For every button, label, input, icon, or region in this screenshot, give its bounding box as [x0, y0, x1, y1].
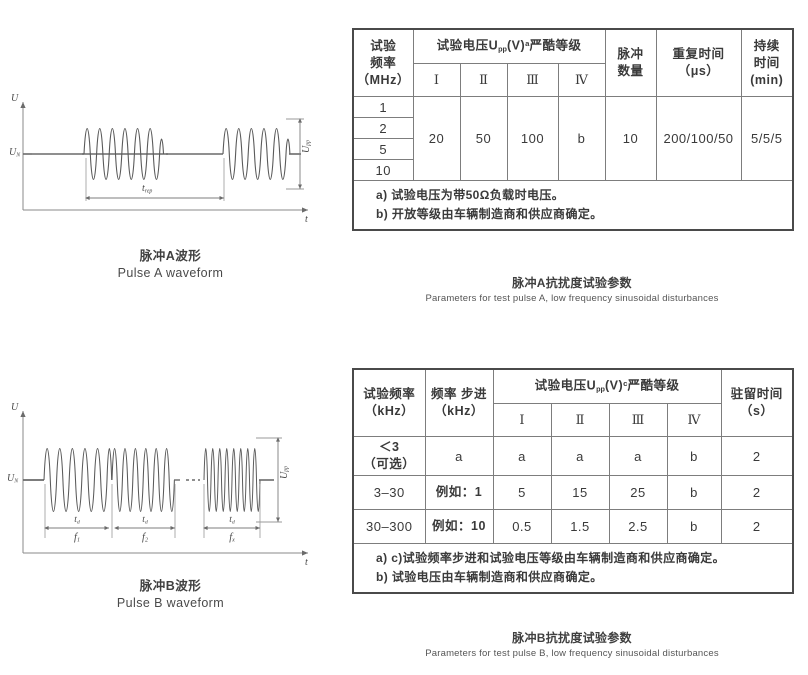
pulse-b-dwell-label-3: td	[229, 515, 235, 526]
table-b-row-0-frequency: ＜3 （可选）	[352, 436, 426, 476]
table-b-header-step: 频率 步进 （kHz）	[424, 368, 494, 437]
table-a-header-row-1: 试验 频率 （MHz） 试验电压Upp(V)a严酷等级 脉冲 数量 重复时间 （…	[352, 28, 795, 97]
table-b-header-row-1: 试验频率 （kHz） 频率 步进 （kHz） 试验电压Upp(V)c严酷等级 驻…	[352, 368, 795, 437]
table-b-header-dwell-time: 驻留时间 （s）	[720, 368, 795, 437]
table-b-row-2-level-3: 2.5	[608, 509, 668, 544]
table-b-row-1-level-4: b	[666, 475, 722, 510]
pulse-b-caption: 脉冲B波形 Pulse B waveform	[58, 578, 283, 612]
table-b-row-2-level-1: 0.5	[492, 509, 552, 544]
table-b-header-voltage-group: 试验电压Upp(V)c严酷等级	[492, 368, 722, 404]
table-a-value-level-4: b	[557, 96, 606, 181]
table-b-header-level-2: Ⅱ	[550, 403, 610, 437]
pulse-a-repetition-label: trep	[142, 183, 153, 195]
table-a-caption: 脉冲A抗扰度试验参数 Parameters for test pulse A, …	[352, 275, 792, 306]
table-a-frequency-4: 10	[352, 159, 414, 181]
table-row: 5	[352, 138, 793, 160]
table-a-header-duration: 持续 时间 (min)	[740, 28, 795, 97]
table-a-value-repetition-time: 200/100/50	[655, 96, 742, 181]
table-a-value-level-3: 100	[506, 96, 559, 181]
table-a-header-level-1: Ⅰ	[412, 63, 461, 97]
table-a-notes: a) 试验电压为带50Ω负载时电压。 b) 开放等级由车辆制造商和供应商确定。	[351, 180, 795, 231]
pulse-b-dwell-label-1: td	[74, 515, 80, 526]
table-a-caption-cn: 脉冲A抗扰度试验参数	[512, 276, 632, 290]
table-a-caption-en: Parameters for test pulse A, low frequen…	[425, 293, 719, 304]
pulse-b-baseline-label: UN	[7, 473, 19, 485]
table-b-row-2-dwell: 2	[720, 509, 795, 544]
table-a-header-frequency: 试验 频率 （MHz）	[352, 28, 414, 97]
table-a-note-a: a) 试验电压为带50Ω负载时电压。	[376, 188, 565, 202]
table-b-row-2-level-4: b	[666, 509, 722, 544]
table-b-row-1-dwell: 2	[720, 475, 795, 510]
pulse-b-amplitude-label: Upp	[279, 466, 290, 480]
table-b-row-0-level-4: b	[666, 436, 722, 476]
pulse-a-caption: 脉冲A波形 Pulse A waveform	[58, 248, 283, 282]
table-a-header-repetition-time: 重复时间 （μs）	[655, 28, 742, 97]
table-a-value-level-2: 50	[459, 96, 508, 181]
table-b-caption: 脉冲B抗扰度试验参数 Parameters for test pulse B, …	[352, 630, 792, 661]
table-b-header-level-1: Ⅰ	[492, 403, 552, 437]
table-b-row-1-step: 例如：1	[424, 475, 494, 510]
pulse-a-y-axis-label: U	[11, 93, 19, 104]
table-a-frequency-2: 2	[352, 117, 414, 139]
pulse-a-parameters-table: 试验 频率 （MHz） 试验电压Upp(V)a严酷等级 脉冲 数量 重复时间 （…	[351, 28, 795, 231]
pulse-b-frequency-label-2: f2	[142, 532, 148, 544]
table-a-header-level-2: Ⅱ	[459, 63, 508, 97]
table-b-row-1-frequency: 3–30	[352, 475, 426, 510]
pulse-a-x-axis-label: t	[305, 214, 308, 225]
table-b-header-level-4: Ⅳ	[666, 403, 722, 437]
table-b-row-2-level-2: 1.5	[550, 509, 610, 544]
table-b-row-1-level-3: 25	[608, 475, 668, 510]
table-a-value-level-1: 20	[412, 96, 461, 181]
table-a-frequency-3: 5	[352, 138, 414, 160]
pulse-a-caption-cn: 脉冲A波形	[139, 249, 202, 263]
pulse-a-caption-en: Pulse A waveform	[117, 266, 224, 280]
table-b-notes-row: a) c)试验频率步进和试验电压等级由车辆制造商和供应商确定。 b) 试验电压由…	[351, 543, 795, 594]
pulse-b-caption-en: Pulse B waveform	[116, 596, 225, 610]
pulse-b-waveform-figure: U t UN Upp td td td f1 f2 fx	[7, 398, 328, 573]
table-b-header-level-3: Ⅲ	[608, 403, 668, 437]
table-row: 30–300 例如：10 0.5 1.5 2.5 b 2	[352, 509, 795, 544]
pulse-a-waveform-svg	[20, 102, 308, 213]
pulse-a-amplitude-label: Upp	[301, 140, 312, 154]
table-a-header-pulse-count: 脉冲 数量	[604, 28, 657, 97]
table-row: 3–30 例如：1 5 15 25 b 2	[352, 475, 795, 510]
table-a-header-level-3: Ⅲ	[506, 63, 559, 97]
table-b-caption-en: Parameters for test pulse B, low frequen…	[425, 648, 719, 659]
pulse-b-dwell-label-2: td	[142, 515, 148, 526]
table-b-caption-cn: 脉冲B抗扰度试验参数	[512, 631, 632, 645]
pulse-a-baseline-label: UN	[9, 147, 21, 159]
table-b-notes: a) c)试验频率步进和试验电压等级由车辆制造商和供应商确定。 b) 试验电压由…	[351, 543, 795, 594]
table-b-header-row-2: Ⅰ Ⅱ Ⅲ Ⅳ	[353, 403, 793, 437]
pulse-b-frequency-label-1: f1	[74, 532, 80, 544]
pulse-b-y-axis-label: U	[11, 402, 19, 413]
table-b-note-a: a) c)试验频率步进和试验电压等级由车辆制造商和供应商确定。	[376, 551, 726, 565]
table-b-note-b: b) 试验电压由车辆制造商和供应商确定。	[376, 570, 603, 584]
table-a-header-level-4: Ⅳ	[557, 63, 606, 97]
table-b-row-0-step: a	[424, 436, 494, 476]
table-a-value-pulse-count: 10	[604, 96, 657, 181]
table-b-row-0-level-2: a	[550, 436, 610, 476]
table-row: 10	[352, 159, 793, 181]
table-b-row-2-step: 例如：10	[424, 509, 494, 544]
table-b-row-1-level-1: 5	[492, 475, 552, 510]
pulse-b-waveform-svg	[20, 411, 308, 556]
table-a-value-duration: 5/5/5	[740, 96, 795, 181]
table-a-note-b: b) 开放等级由车辆制造商和供应商确定。	[376, 207, 603, 221]
table-b-row-2-frequency: 30–300	[352, 509, 426, 544]
table-row: 1 20 50 100 b 10 200/100/50 5/5/5	[352, 96, 795, 181]
table-row: ＜3 （可选） a a a a b 2	[352, 436, 795, 476]
table-b-header-frequency: 试验频率 （kHz）	[352, 368, 426, 437]
table-a-header-voltage-group: 试验电压Upp(V)a严酷等级	[412, 28, 606, 64]
table-b-row-1-level-2: 15	[550, 475, 610, 510]
pulse-a-waveform-figure: U t UN Upp trep	[8, 88, 328, 238]
table-a-frequency-1: 1	[352, 96, 414, 118]
table-b-row-0-dwell: 2	[720, 436, 795, 476]
pulse-b-parameters-table: 试验频率 （kHz） 频率 步进 （kHz） 试验电压Upp(V)c严酷等级 驻…	[351, 368, 795, 594]
table-b-row-0-level-1: a	[492, 436, 552, 476]
pulse-b-frequency-label-3: fx	[229, 532, 235, 544]
pulse-b-x-axis-label: t	[305, 557, 308, 568]
table-b-row-0-level-3: a	[608, 436, 668, 476]
table-a-notes-row: a) 试验电压为带50Ω负载时电压。 b) 开放等级由车辆制造商和供应商确定。	[351, 180, 795, 231]
pulse-b-caption-cn: 脉冲B波形	[139, 579, 202, 593]
